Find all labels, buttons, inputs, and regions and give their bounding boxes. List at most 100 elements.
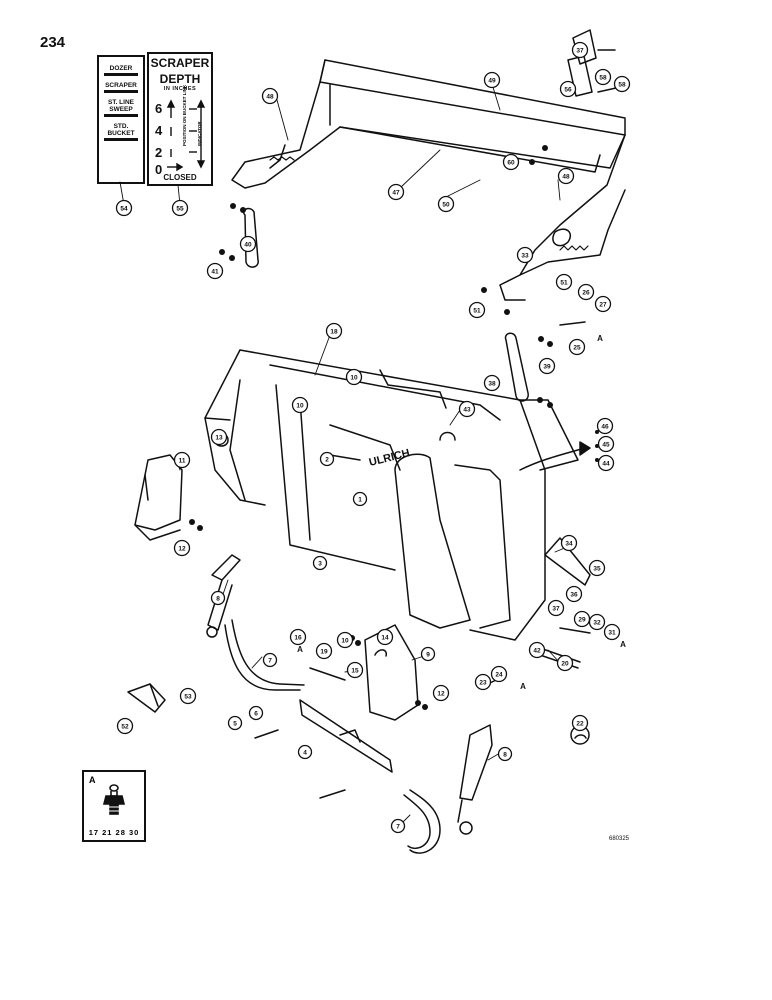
callout-33: 33 (516, 246, 534, 264)
callout-39: 39 (538, 357, 556, 375)
callout-bubble (210, 428, 228, 446)
callout-number: 26 (582, 289, 590, 296)
callout-number: 13 (215, 434, 223, 441)
callout-number: 10 (341, 637, 349, 644)
callout-1: 1 (352, 491, 368, 507)
callout-37: 37 (547, 599, 565, 617)
callout-number: 25 (573, 344, 581, 351)
callout-number: 50 (442, 201, 450, 208)
callout-3: 3 (312, 555, 328, 571)
callout-number: 39 (543, 363, 551, 370)
callout-40: 40 (239, 235, 257, 253)
grease-ref-letter: A (597, 334, 603, 343)
callout-bubble (262, 652, 278, 668)
callout-24: 24 (490, 665, 508, 683)
callout-bubble (376, 628, 394, 646)
decal-text-bucket: BUCKET (107, 130, 135, 137)
callout-bubble (171, 199, 189, 217)
callout-52: 52 (116, 717, 134, 735)
callout-bubble (289, 628, 307, 646)
callout-bubble (556, 654, 574, 672)
callout-49: 49 (483, 71, 501, 89)
inset-part-numbers: 17 21 28 30 (88, 828, 140, 837)
callout-18: 18 (325, 322, 343, 340)
callout-60: 60 (502, 153, 520, 171)
callout-8: 8 (497, 746, 513, 762)
callout-bubble (588, 559, 606, 577)
callout-number: 31 (608, 629, 616, 636)
callout-bubble (210, 590, 226, 606)
callout-8: 8 (210, 590, 226, 606)
callout-15: 15 (346, 661, 364, 679)
callout-bubble (528, 641, 546, 659)
callout-bubble (516, 246, 534, 264)
callout-48: 48 (557, 167, 575, 185)
callout-bubble (490, 665, 508, 683)
callout-number: 11 (179, 457, 186, 464)
callout-number: 47 (392, 189, 400, 196)
callout-number: 37 (552, 605, 560, 612)
callout-number: 16 (294, 634, 302, 641)
callout-number: 51 (560, 279, 568, 286)
decal-callout-55: 55 (176, 205, 184, 212)
callout-bubble (179, 687, 197, 705)
callout-38: 38 (483, 374, 501, 392)
callout-number: 45 (602, 441, 610, 448)
decal-bar (104, 138, 138, 141)
callout-25: 25 (568, 338, 586, 356)
callout-number: 9 (426, 651, 430, 658)
callout-bubble (603, 623, 621, 641)
callout-53: 53 (179, 687, 197, 705)
callout-number: 27 (599, 301, 607, 308)
callout-bubble (325, 322, 343, 340)
grease-fitting-icon (102, 784, 126, 815)
callout-bubble (239, 235, 257, 253)
callout-number: 58 (599, 74, 607, 81)
callout-56: 56 (559, 80, 577, 98)
callout-41: 41 (206, 262, 224, 280)
callout-2: 2 (319, 451, 335, 467)
callout-bubble (613, 75, 631, 93)
callout-number: 40 (244, 241, 252, 248)
callout-number: 12 (437, 690, 445, 697)
decal-closed-label: CLOSED (163, 173, 197, 182)
callout-bubble (588, 613, 606, 631)
depth-0: 0 (155, 162, 163, 177)
callout-number: 22 (576, 720, 584, 727)
decal-bar (104, 90, 138, 93)
callout-bubble (559, 80, 577, 98)
callout-bubble (555, 273, 573, 291)
decal-text-dozer: DOZER (109, 65, 133, 72)
callout-bubble (420, 646, 436, 662)
bucket-body (204, 349, 591, 641)
callout-number: 58 (618, 81, 626, 88)
depth-4: 4 (155, 123, 163, 138)
control-valve-4 (299, 699, 393, 773)
callout-13: 13 (210, 428, 228, 446)
callout-bubble (474, 673, 492, 691)
callout-bubble (115, 199, 133, 217)
callout-bubble (596, 417, 614, 435)
callout-bubble (173, 539, 191, 557)
decal-text-sweep: SWEEP (109, 106, 133, 113)
figure-code: 680325 (609, 836, 630, 842)
callout-bubble (557, 167, 575, 185)
callout-7: 7 (262, 652, 278, 668)
decal-subtitle: IN INCHES (163, 86, 197, 92)
callout-number: 1 (358, 496, 362, 503)
callout-bubble (502, 153, 520, 171)
callout-7: 7 (390, 818, 406, 834)
grease-ref-letter: A (297, 645, 303, 654)
callout-number: 32 (593, 619, 601, 626)
callout-number: 8 (216, 595, 220, 602)
callout-23: 23 (474, 673, 492, 691)
guard-52 (127, 683, 166, 713)
grease-ref-letter: A (520, 682, 526, 691)
callout-number: 19 (320, 648, 328, 655)
callout-number: 10 (350, 374, 358, 381)
callout-31: 31 (603, 623, 621, 641)
callout-bubble (538, 357, 556, 375)
callout-number: 29 (578, 616, 586, 623)
callout-32: 32 (588, 613, 606, 631)
